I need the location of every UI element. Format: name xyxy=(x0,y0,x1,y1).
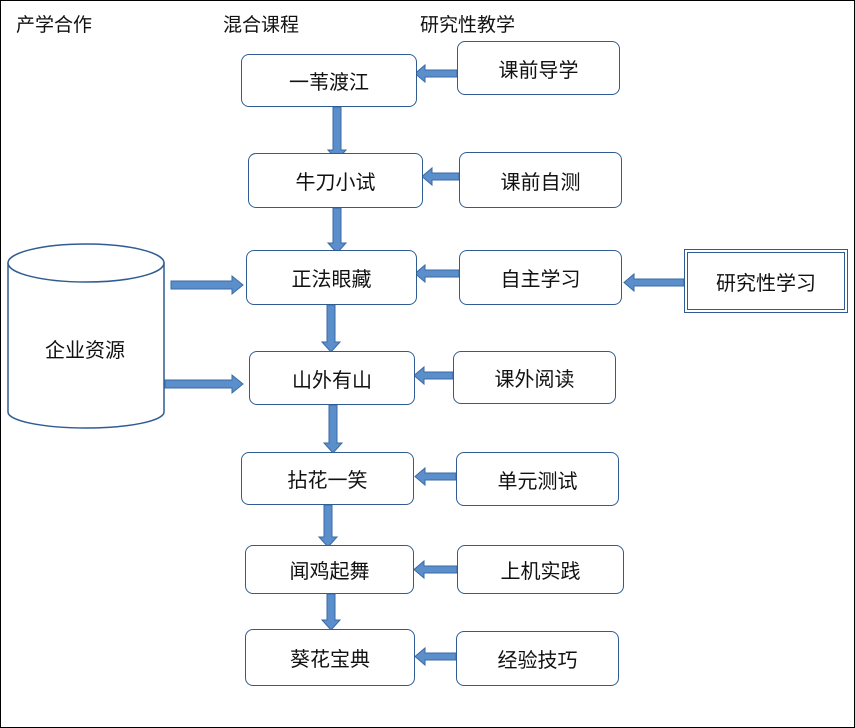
arrow-left-2 xyxy=(421,166,460,187)
step-box-2: 牛刀小试 xyxy=(248,153,423,208)
arrow-down-4 xyxy=(322,404,344,454)
step-box-1: 一苇渡江 xyxy=(241,54,417,107)
side-box-3: 自主学习 xyxy=(459,250,622,305)
step-box-6: 闻鸡起舞 xyxy=(245,545,414,594)
arrow-down-3 xyxy=(320,304,342,353)
arrow-left-6 xyxy=(413,559,458,580)
step-box-3: 正法眼藏 xyxy=(246,250,417,305)
arrow-down-6 xyxy=(320,593,342,631)
side-box-5: 单元测试 xyxy=(456,452,619,506)
header-blended-course: 混合课程 xyxy=(223,14,300,36)
side-box-1: 课前导学 xyxy=(457,41,620,95)
step-box-4: 山外有山 xyxy=(249,351,415,405)
enterprise-resources-label: 企业资源 xyxy=(45,338,125,362)
arrow-left-research xyxy=(623,272,685,293)
arrow-right-enterprise-1 xyxy=(170,274,244,296)
arrow-down-2 xyxy=(326,207,348,254)
header-research-teaching: 研究性教学 xyxy=(420,14,516,36)
side-box-4: 课外阅读 xyxy=(453,351,616,404)
header-industry: 产学合作 xyxy=(16,14,93,36)
enterprise-cylinder xyxy=(7,243,165,429)
arrow-down-5 xyxy=(317,504,339,548)
arrow-left-7 xyxy=(414,646,457,667)
arrow-right-enterprise-2 xyxy=(164,373,244,395)
arrow-left-1 xyxy=(414,63,458,84)
arrow-left-3 xyxy=(414,263,460,284)
arrow-left-5 xyxy=(414,466,457,487)
research-learning-box: 研究性学习 xyxy=(684,249,848,313)
side-box-2: 课前自测 xyxy=(459,152,622,208)
side-box-7: 经验技巧 xyxy=(456,631,619,686)
step-box-5: 拈花一笑 xyxy=(241,452,414,505)
side-box-6: 上机实践 xyxy=(457,545,624,594)
arrow-left-4 xyxy=(413,365,454,386)
step-box-7: 葵花宝典 xyxy=(245,629,415,686)
